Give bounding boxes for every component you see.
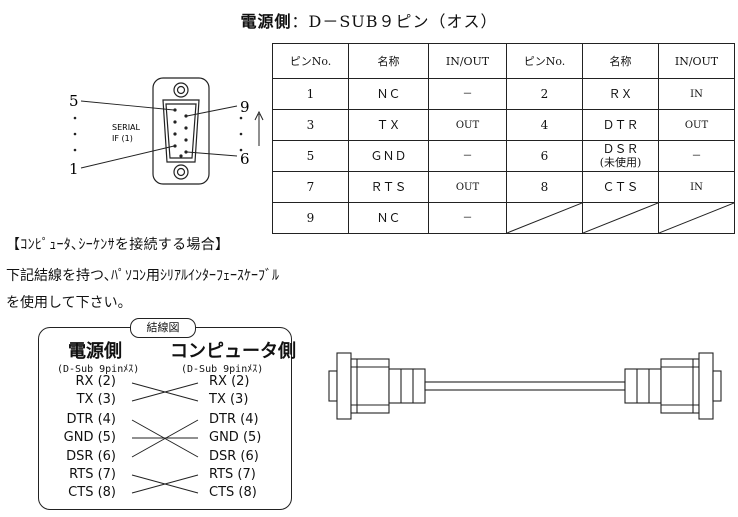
connector-pins	[173, 108, 188, 158]
left-connector-face	[328, 370, 338, 402]
cell-pin: 5	[272, 140, 349, 172]
cell-pin: 1	[272, 78, 349, 110]
table-row: 5 ＧＮＤ － 6 ＤＳＲ (未使用) －	[272, 140, 735, 172]
wiring-right-title: コンピュータ側	[170, 341, 296, 362]
cell-pin: 6	[506, 140, 583, 172]
cell-io: OUT	[428, 109, 507, 141]
signal-right-rx: RX (2)	[209, 374, 250, 389]
signal-right-cts: CTS (8)	[209, 485, 257, 500]
header-io: IN/OUT	[428, 43, 507, 79]
right-strain-relief	[624, 368, 662, 404]
table-row: 3 ＴＸ OUT 4 ＤＴＲ OUT	[272, 109, 735, 141]
section-heading: 【ｺﾝﾋﾟｭｰﾀ､ｼｰｹﾝｻを接続する場合】	[6, 237, 230, 253]
cell-name-dsr: ＤＳＲ (未使用)	[582, 140, 659, 172]
table-header-row: ピンNo. 名称 IN/OUT ピンNo. 名称 IN/OUT	[272, 43, 735, 79]
cell-name-dsr-label: ＤＳＲ	[602, 142, 639, 156]
signal-left-rts: RTS (7)	[69, 467, 116, 482]
empty-cell-slash	[658, 202, 735, 234]
table-row: 9 ＮＣ －	[272, 202, 735, 234]
cell-pin: 4	[506, 109, 583, 141]
serial-label-line2: IF (1)	[112, 134, 133, 143]
cell-io: OUT	[428, 171, 507, 203]
serial-cable-figure	[328, 352, 722, 420]
header-pin-no-2: ピンNo.	[506, 43, 583, 79]
empty-cell-slash	[582, 202, 659, 234]
header-pin-no: ピンNo.	[272, 43, 349, 79]
connector-shell	[152, 77, 210, 185]
cell-pin: 8	[506, 171, 583, 203]
wire-cts-rts	[131, 474, 199, 494]
signal-right-gnd: GND (5)	[209, 430, 262, 445]
pin-label-1: 1	[69, 160, 79, 178]
signal-left-dtr: DTR (4)	[66, 412, 116, 427]
header-name: 名称	[348, 43, 429, 79]
pin-leader-lines	[80, 100, 238, 169]
signal-left-dsr: DSR (6)	[66, 449, 116, 464]
right-connector-flange	[698, 352, 714, 420]
cell-name: ＴＸ	[348, 109, 429, 141]
wire-dsr-dtr	[131, 419, 199, 458]
title-rest: ：D－SUB９ピン（オス）	[291, 12, 498, 31]
cell-pin: 7	[272, 171, 349, 203]
cell-name: ＲＸ	[582, 78, 659, 110]
signal-left-tx: TX (3)	[76, 392, 116, 407]
wiring-left-title: 電源側	[68, 341, 122, 362]
left-connector-flange	[336, 352, 352, 420]
signal-left-cts: CTS (8)	[68, 485, 116, 500]
cell-name: ＮＣ	[348, 78, 429, 110]
table-row: 1 ＮＣ － 2 ＲＸ IN	[272, 78, 735, 110]
header-io-2: IN/OUT	[658, 43, 735, 79]
direction-arrow-icon	[254, 110, 264, 146]
pin-assignment-table: ピンNo. 名称 IN/OUT ピンNo. 名称 IN/OUT 1 ＮＣ － 2…	[272, 43, 735, 234]
pin-label-9: 9	[240, 98, 250, 116]
cell-io: －	[428, 140, 507, 172]
cell-io: IN	[658, 171, 735, 203]
cell-io: OUT	[658, 109, 735, 141]
cell-name: ＮＣ	[348, 202, 429, 234]
signal-right-dsr: DSR (6)	[209, 449, 259, 464]
header-name-2: 名称	[582, 43, 659, 79]
cell-pin: 2	[506, 78, 583, 110]
cell-io: －	[658, 140, 735, 172]
signal-left-rx: RX (2)	[75, 374, 117, 389]
right-dots	[239, 116, 243, 152]
pin-label-6: 6	[240, 150, 250, 168]
cell-pin: 3	[272, 109, 349, 141]
cell-name: ＧＮＤ	[348, 140, 429, 172]
left-dots	[73, 116, 77, 152]
description-line-2: を使用して下さい。	[6, 295, 132, 311]
wiring-left-subtitle: (D-Sub 9pinﾒｽ)	[57, 364, 140, 375]
cell-io: －	[428, 78, 507, 110]
dsub-connector-figure: 5 1 9 6 SERIAL IF (1)	[69, 77, 264, 185]
cable-body	[424, 381, 626, 391]
signal-right-tx: TX (3)	[209, 392, 249, 407]
cell-io: －	[428, 202, 507, 234]
cell-io: IN	[658, 78, 735, 110]
cell-name: ＣＴＳ	[582, 171, 659, 203]
pin-label-5: 5	[69, 92, 79, 110]
unused-note: (未使用)	[599, 156, 642, 169]
table-row: 7 ＲＴＳ OUT 8 ＣＴＳ IN	[272, 171, 735, 203]
serial-label-line1: SERIAL	[112, 123, 141, 132]
cell-name: ＲＴＳ	[348, 171, 429, 203]
signal-right-rts: RTS (7)	[209, 467, 256, 482]
cell-pin: 9	[272, 202, 349, 234]
empty-cell-slash	[506, 202, 583, 234]
signal-left-gnd: GND (5)	[63, 430, 116, 445]
wiring-right-subtitle: (D-Sub 9pinﾒｽ)	[181, 364, 264, 375]
cell-name: ＤＴＲ	[582, 109, 659, 141]
signal-right-dtr: DTR (4)	[209, 412, 259, 427]
crossover-wires	[131, 382, 199, 494]
page-title: 電源側：D－SUB９ピン（オス）	[0, 8, 738, 32]
wiring-diagram-label: 結線図	[130, 318, 196, 338]
right-connector-face	[712, 370, 722, 402]
wire-tx-rx	[131, 382, 199, 402]
title-bold: 電源側	[240, 12, 292, 31]
left-strain-relief	[388, 368, 426, 404]
description-line-1: 下記結線を持つ､ﾊﾟｿｺﾝ用ｼﾘｱﾙｲﾝﾀｰﾌｪｰｽｹｰﾌﾞﾙ	[6, 268, 279, 284]
